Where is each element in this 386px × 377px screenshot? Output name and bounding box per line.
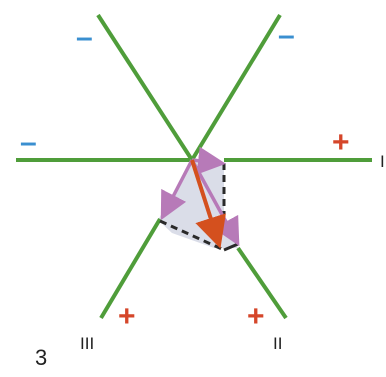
- component-vector-lead-III: [160, 159, 194, 221]
- negative-sign-top-left: –: [76, 21, 93, 54]
- positive-sign-bottom-right: +: [247, 300, 265, 333]
- lead-I-label: I: [380, 152, 385, 171]
- lead-II-axis: [236, 246, 288, 320]
- lead-II-label: II: [273, 334, 282, 353]
- positive-sign-bottom-left: +: [118, 300, 136, 333]
- negative-sign-top-right: –: [278, 19, 295, 52]
- figure-number: 3: [35, 345, 47, 370]
- lead-III-label: III: [80, 334, 94, 353]
- component-vector-lead-I: [191, 146, 226, 175]
- aVL-axis: [96, 13, 194, 162]
- resultant-vector: [190, 159, 226, 249]
- lead-III-axis: [99, 217, 162, 320]
- component-vector-lead-II: [190, 159, 240, 247]
- aVR-axis: [190, 13, 282, 162]
- negative-sign-left: –: [20, 126, 37, 159]
- positive-sign-right: +: [332, 126, 350, 159]
